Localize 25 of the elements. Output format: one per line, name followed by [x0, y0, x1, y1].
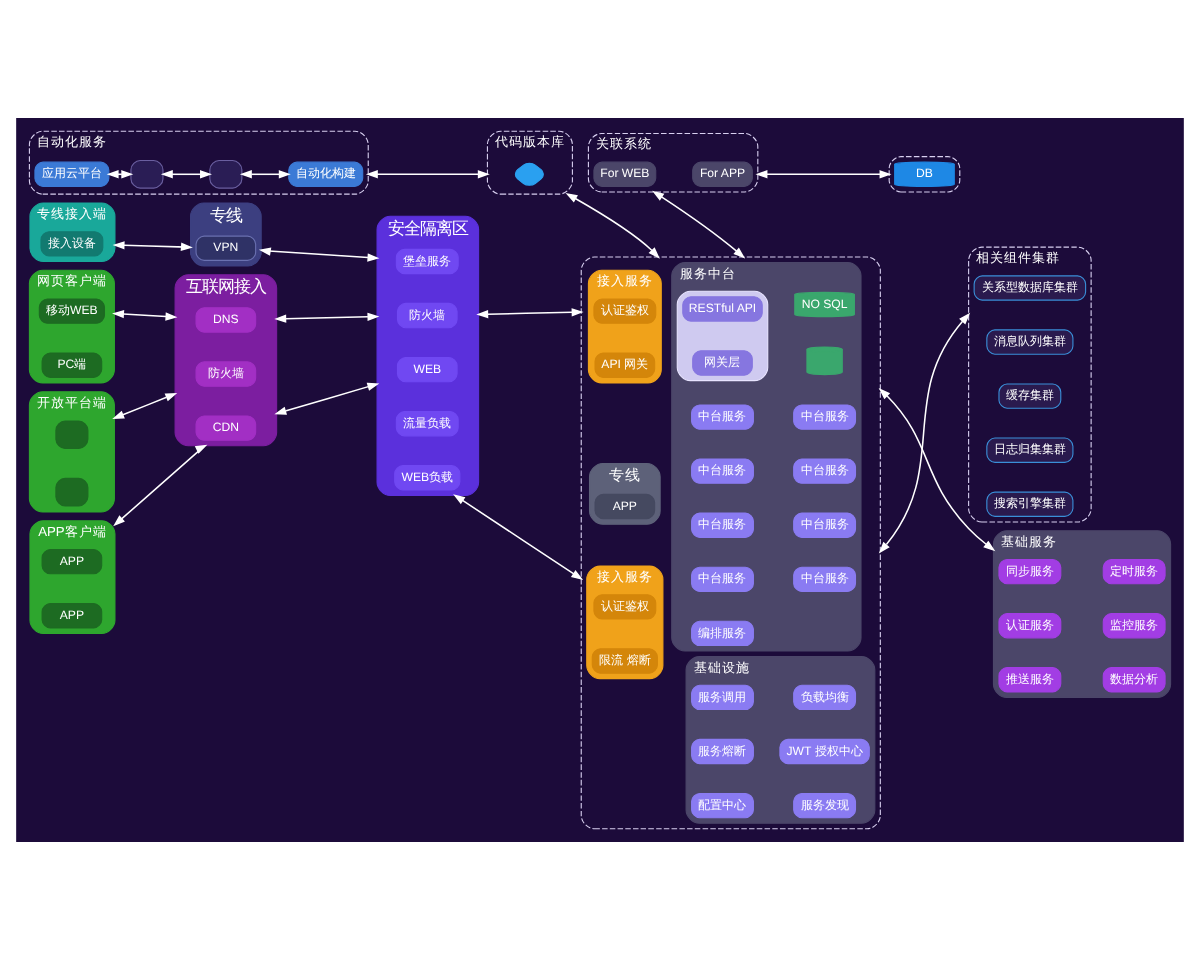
- arrow: [274, 382, 380, 415]
- arrow: [112, 393, 178, 420]
- arrow: [878, 387, 996, 552]
- arrow: [239, 170, 291, 179]
- arrow: [274, 312, 380, 323]
- arrow: [565, 193, 660, 259]
- cluster: [676, 290, 769, 382]
- node-box: [55, 477, 89, 507]
- cluster: [580, 256, 881, 830]
- node-diamond: [514, 162, 544, 186]
- node-box: [55, 420, 89, 450]
- arrow: [365, 170, 490, 179]
- arrow: [453, 494, 584, 581]
- arrow: [476, 308, 584, 319]
- arrow: [160, 170, 212, 179]
- arrow: [755, 170, 892, 179]
- node-box: [209, 159, 243, 189]
- cluster: [888, 156, 961, 193]
- arrow: [112, 309, 178, 321]
- arrow: [878, 312, 971, 554]
- arrow: [652, 190, 746, 259]
- arrow: [113, 444, 208, 527]
- arrow: [258, 247, 380, 262]
- arrow: [112, 241, 193, 251]
- node-box: [130, 159, 164, 189]
